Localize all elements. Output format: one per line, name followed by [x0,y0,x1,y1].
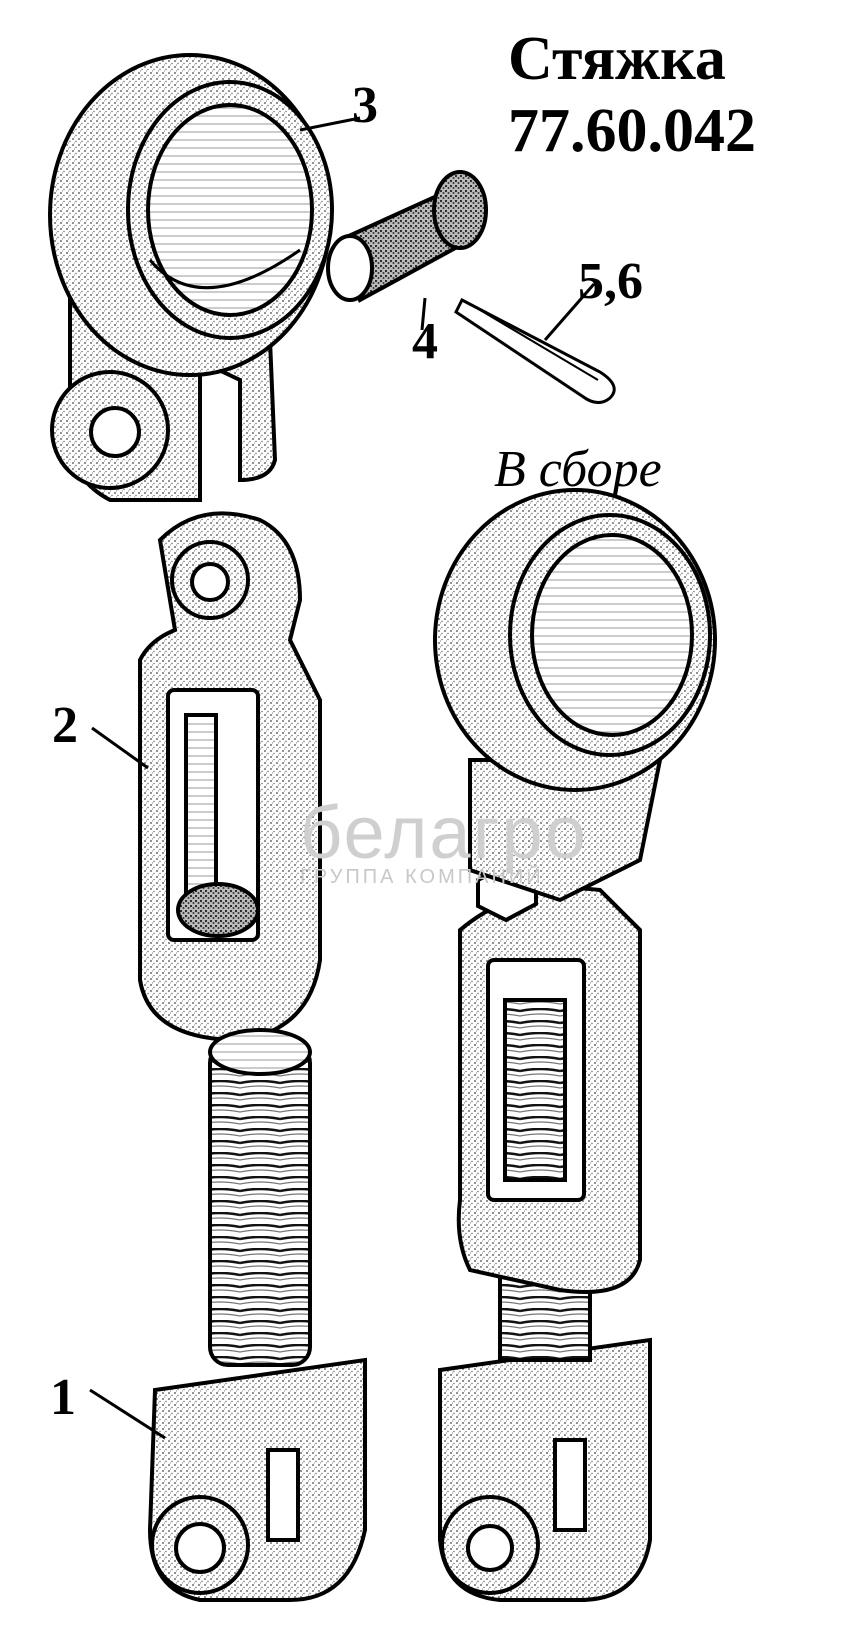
part-2-sleeve [138,511,322,1043]
callout-1: 1 [50,1369,76,1426]
assembled-unit [433,488,717,1602]
leader-3 [299,116,361,132]
title-line-2: 77.60.042 [508,97,756,165]
title-line-1: Стяжка [508,25,726,93]
part-5-6-cotter-pin [454,297,616,404]
part-1-threaded-rod [147,1028,367,1602]
leader-1 [89,1388,166,1440]
part-3-ring-clamp [48,53,334,502]
callout-5-6: 5,6 [578,253,643,310]
watermark-text: белагро [300,791,588,874]
watermark-subtext: ГРУППА КОМПАНИЙ [300,866,544,888]
assembled-label: В сборе [494,441,662,498]
leader-5-6 [543,283,596,341]
callout-3: 3 [352,77,378,134]
callout-4: 4 [412,313,438,370]
leader-4 [420,297,427,331]
part-4-pin [326,170,488,303]
callout-2: 2 [52,697,78,754]
leader-2 [91,726,149,770]
